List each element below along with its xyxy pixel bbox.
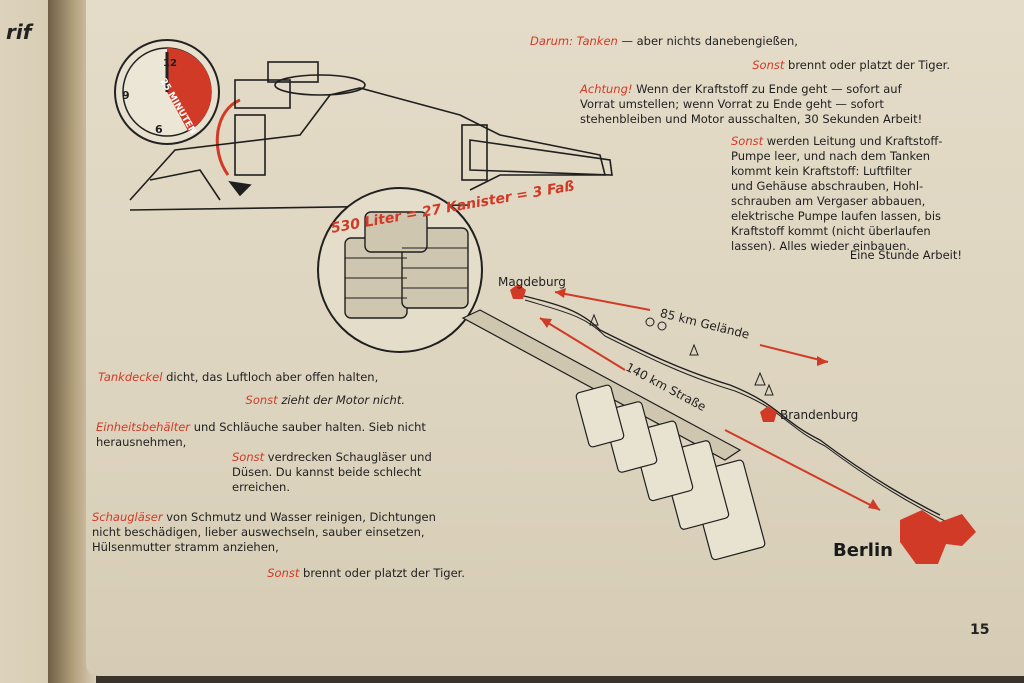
magdeburg-marker xyxy=(510,284,526,299)
top-paragraph-end: Eine Stunde Arbeit! xyxy=(849,248,962,262)
bottom-line-3: Einheitsbehälter und Schläuche sauber ha… xyxy=(96,420,426,434)
top-line-3: Achtung! Wenn der Kraftstoff zu Ende geh… xyxy=(580,82,902,96)
clock-number-9: 9 xyxy=(122,89,130,102)
clock-icon xyxy=(114,39,220,145)
left-page-fragment: rif xyxy=(6,20,32,44)
brandenburg-marker xyxy=(760,406,777,422)
bottom-line-5c: Hülsenmutter stramm anziehen, xyxy=(92,540,279,554)
brandenburg-label: Brandenburg xyxy=(780,408,859,422)
top-line-1: Darum: Tanken — aber nichts danebengieße… xyxy=(530,34,798,48)
magdeburg-label: Magdeburg xyxy=(498,275,566,289)
top-line-5: stehenbleiben und Motor ausschalten, 30 … xyxy=(580,112,923,126)
fuel-hose xyxy=(215,98,241,176)
top-paragraph: Sonst werden Leitung und Kraftstoff- Pum… xyxy=(731,134,943,253)
clock-number-12: 12 xyxy=(163,58,177,69)
bottom-line-6: Sonst brennt oder platzt der Tiger. xyxy=(267,566,465,580)
route-map xyxy=(510,284,976,564)
berlin-marker xyxy=(900,510,976,564)
jerry-cans-drawing xyxy=(461,309,766,561)
bottom-line-5: Schaugläser von Schmutz und Wasser reini… xyxy=(92,510,436,524)
book-page xyxy=(86,0,1024,676)
fuel-barrels-drawing xyxy=(317,187,483,353)
tiger-tank-drawing xyxy=(129,61,613,211)
bottom-line-2: Sonst zieht der Motor nicht. xyxy=(245,393,405,407)
bottom-paragraph-2: Sonst verdrecken Schaugläser und Düsen. … xyxy=(232,450,432,494)
top-line-2: Sonst brennt oder platzt der Tiger. xyxy=(752,58,950,72)
page-number: 15 xyxy=(970,622,990,638)
bottom-line-3b: herausnehmen, xyxy=(96,435,187,449)
berlin-label: Berlin xyxy=(833,540,893,561)
clock-number-6: 6 xyxy=(155,123,163,136)
bottom-line-1: Tankdeckel dicht, das Luftloch aber offe… xyxy=(98,370,379,384)
bottom-line-5b: nicht beschädigen, lieber auswechseln, s… xyxy=(92,525,425,539)
top-line-4: Vorrat umstellen; wenn Vorrat zu Ende ge… xyxy=(580,97,884,111)
